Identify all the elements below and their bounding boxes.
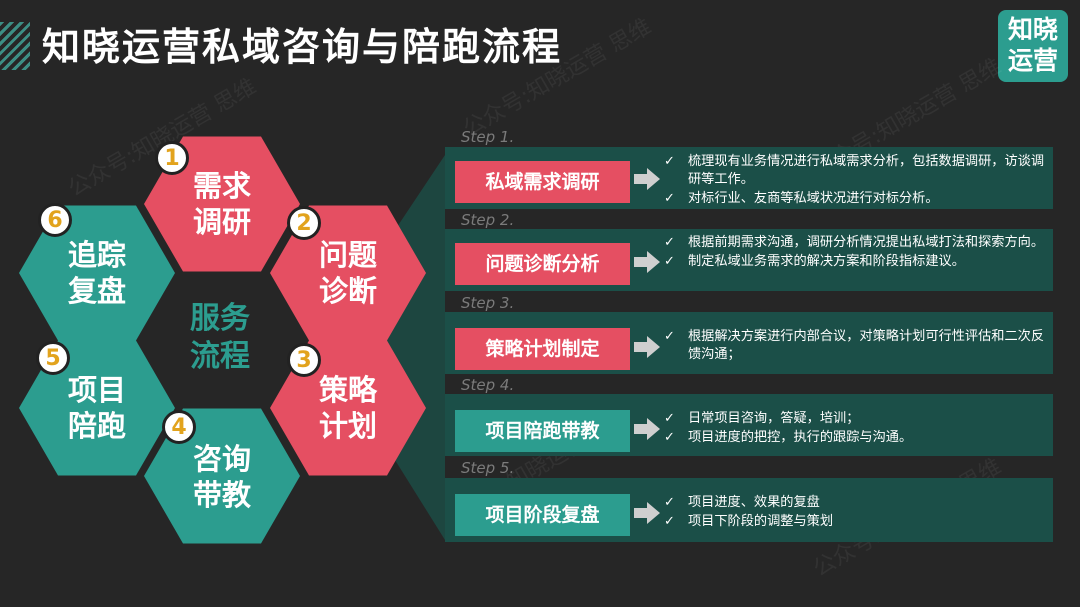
step-number-badge-3: 3 [287, 343, 321, 377]
check-icon: ✓ [664, 235, 675, 250]
hexagon-label-1: 需求 调研 [192, 169, 251, 239]
step-label-3: 策略计划制定 [455, 328, 630, 370]
check-icon: ✓ [664, 514, 675, 529]
bullet-item: ✓项目进度的把控，执行的跟踪与沟通。 [664, 430, 913, 445]
step-label-5: 项目阶段复盘 [455, 494, 630, 536]
center-label: 服务 流程 [175, 300, 265, 376]
arrow-right-icon [634, 336, 660, 358]
hexagon-step-6 [19, 205, 175, 341]
hexagon-label-3: 策略 计划 [318, 373, 377, 443]
check-icon: ✓ [664, 430, 675, 445]
step-details-2: ✓根据前期需求沟通，调研分析情况提出私域打法和探索方向。 ✓制定私域业务需求的解… [664, 234, 1049, 272]
step-number-badge-1: 1 [155, 141, 189, 175]
page-title: 知晓运营私域咨询与陪跑流程 [42, 25, 563, 69]
arrow-right-icon [634, 168, 660, 190]
step-number-badge-4: 4 [162, 410, 196, 444]
step-number-badge-6: 6 [38, 203, 72, 237]
hexagon-step-5 [19, 340, 175, 476]
step-details-5: ✓项目进度、效果的复盘 ✓项目下阶段的调整与策划 [664, 494, 1049, 532]
center-line-1: 服务 [190, 301, 250, 336]
bullet-item: ✓根据解决方案进行内部合议，对策略计划可行性评估和二次反馈沟通； [664, 329, 1045, 362]
bullet-item: ✓制定私域业务需求的解决方案和阶段指标建议。 [664, 254, 965, 269]
step-tag-3: Step 3. [461, 294, 515, 312]
check-icon: ✓ [664, 254, 675, 269]
bullet-item: ✓梳理现有业务情况进行私域需求分析，包括数据调研，访谈调研等工作。 [664, 154, 1045, 187]
check-icon: ✓ [664, 495, 675, 510]
step-number-badge-2: 2 [287, 206, 321, 240]
check-icon: ✓ [664, 154, 675, 169]
title-stripe-decoration [0, 22, 30, 70]
hexagon-label-6: 追踪 复盘 [67, 238, 126, 308]
logo-line-1: 知晓 [1007, 15, 1058, 44]
logo-line-2: 运营 [1007, 46, 1058, 75]
bullet-item: ✓日常项目咨询，答疑，培训； [664, 411, 860, 426]
step-number-badge-5: 5 [36, 341, 70, 375]
bullet-item: ✓项目下阶段的调整与策划 [664, 514, 834, 529]
step-tag-1: Step 1. [461, 128, 515, 146]
hexagon-label-4: 咨询 带教 [192, 442, 251, 512]
step-details-4: ✓日常项目咨询，答疑，培训； ✓项目进度的把控，执行的跟踪与沟通。 [664, 410, 1049, 448]
arrow-right-icon [634, 502, 660, 524]
arrow-right-icon [634, 418, 660, 440]
bullet-item: ✓对标行业、友商等私域状况进行对标分析。 [664, 191, 939, 206]
step-label-1: 私域需求调研 [455, 161, 630, 203]
center-line-2: 流程 [190, 339, 250, 374]
arrow-right-icon [634, 251, 660, 273]
step-details-3: ✓根据解决方案进行内部合议，对策略计划可行性评估和二次反馈沟通； [664, 328, 1049, 365]
check-icon: ✓ [664, 411, 675, 426]
hexagon-label-2: 问题 诊断 [318, 238, 377, 308]
hexagon-label-5: 项目 陪跑 [67, 373, 126, 443]
bullet-item: ✓项目进度、效果的复盘 [664, 495, 820, 510]
brand-logo: 知晓 运营 [998, 10, 1068, 82]
step-tag-4: Step 4. [461, 376, 515, 394]
bullet-item: ✓根据前期需求沟通，调研分析情况提出私域打法和探索方向。 [664, 235, 1045, 250]
step-tag-2: Step 2. [461, 211, 515, 229]
hexagon-step-2 [270, 205, 426, 341]
step-tag-5: Step 5. [461, 459, 515, 477]
step-details-1: ✓梳理现有业务情况进行私域需求分析，包括数据调研，访谈调研等工作。 ✓对标行业、… [664, 153, 1049, 209]
step-label-2: 问题诊断分析 [455, 243, 630, 285]
check-icon: ✓ [664, 191, 675, 206]
check-icon: ✓ [664, 329, 675, 344]
step-label-4: 项目陪跑带教 [455, 410, 630, 452]
